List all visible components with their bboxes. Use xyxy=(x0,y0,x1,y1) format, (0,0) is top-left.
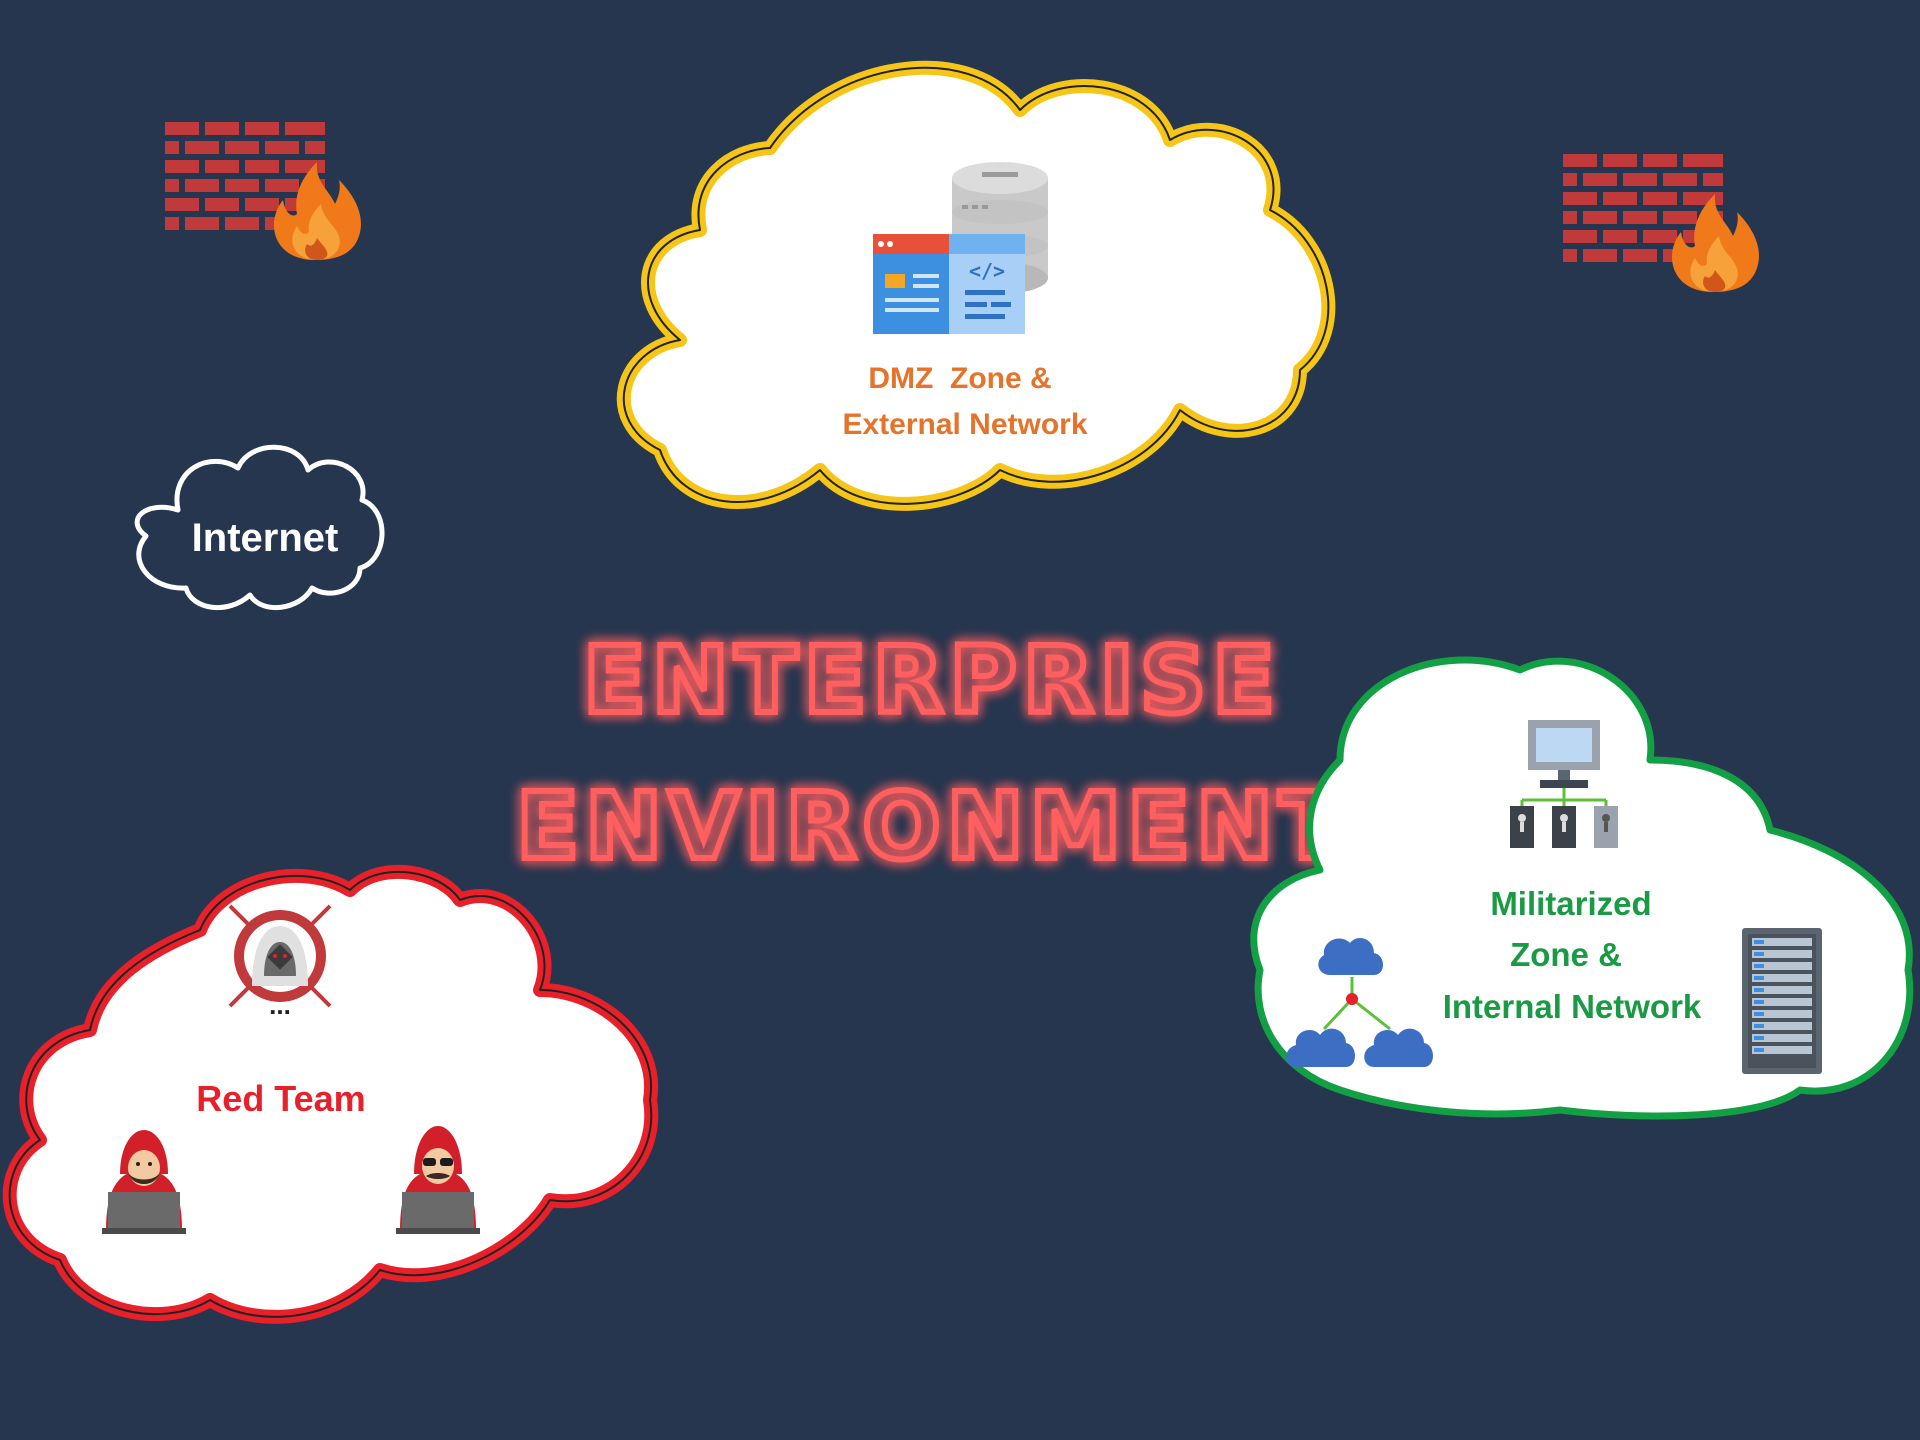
militarized-label-line3: Internal Network xyxy=(1443,988,1702,1025)
firewall-icon-right xyxy=(1563,154,1759,292)
red-team-label: Red Team xyxy=(196,1078,365,1119)
internet-label: Internet xyxy=(192,516,339,560)
server-rack-icon xyxy=(1742,928,1822,1074)
hacker-sunglasses-icon xyxy=(396,1126,480,1234)
cloud-network-icon xyxy=(1286,938,1433,1067)
firewall-icon-left xyxy=(165,122,361,260)
internet-cloud-icon xyxy=(134,444,385,611)
code-window-icon: </> xyxy=(873,234,1025,334)
title-line2: ENVIRONMENT xyxy=(516,773,1347,880)
red-team-ellipsis: ... xyxy=(269,990,291,1020)
dmz-label-line1: DMZ Zone & xyxy=(868,362,1051,395)
militarized-label-line1: Militarized xyxy=(1490,885,1651,922)
svg-text:</>: </> xyxy=(969,259,1005,283)
hacker-target-icon xyxy=(228,904,332,1008)
hacker-laptop-icon xyxy=(102,1130,186,1234)
militarized-label-line2: Zone & xyxy=(1510,936,1622,973)
title-line1: ENTERPRISE xyxy=(583,627,1281,734)
page-title: ENTERPRISE ENVIRONMENT xyxy=(513,624,1347,883)
dmz-label-line2: External Network xyxy=(842,408,1087,441)
network-hierarchy-icon xyxy=(1510,720,1618,848)
